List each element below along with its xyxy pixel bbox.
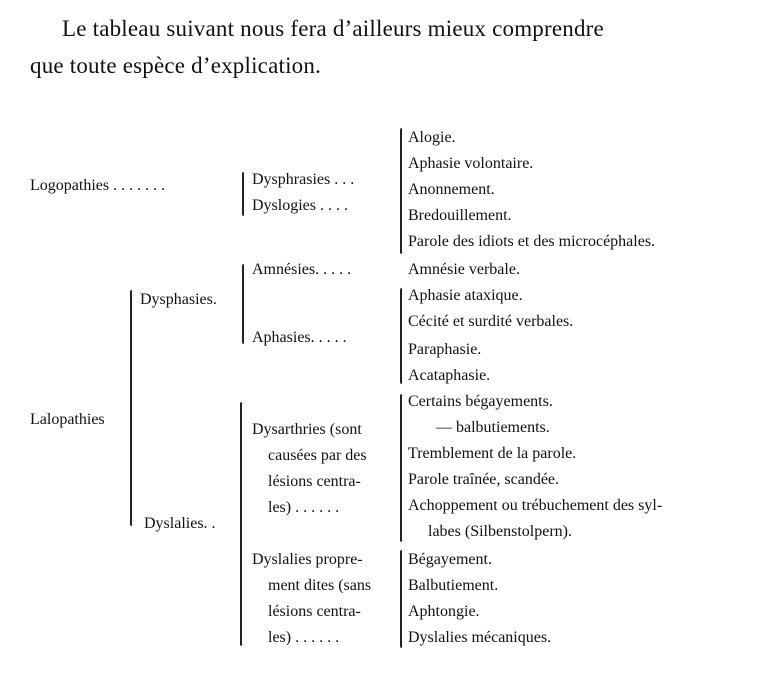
- dysphrasies-label: Dysphrasies . . .: [252, 171, 355, 188]
- item-aphtongie: Aphtongie.: [408, 603, 480, 620]
- dysarthries-line-2: causées par des: [268, 447, 367, 464]
- item-begayement: Bégayement.: [408, 551, 492, 568]
- item-balbutiement: Balbutiement.: [408, 577, 499, 594]
- item-bredouillement: Bredouillement.: [408, 207, 512, 224]
- intro-line-2: que toute espèce d’explication.: [30, 53, 322, 78]
- item-alogie: Alogie.: [408, 129, 456, 146]
- dyslogies-label: Dyslogies . . . .: [252, 197, 348, 214]
- brace-dysarthries-items: [400, 394, 402, 542]
- brace-dysphasies: [242, 264, 244, 344]
- dysarthries-line-3: lésions centra-: [268, 473, 361, 490]
- item-tremblement: Tremblement de la parole.: [408, 445, 577, 462]
- aphasies-label: Aphasies. . . . .: [252, 329, 347, 346]
- item-amnesie-verbale: Amnésie verbale.: [408, 261, 520, 278]
- item-balbutiements: — balbutiements.: [436, 419, 550, 436]
- proprement-line-1: Dyslalies propre-: [252, 551, 363, 568]
- item-anonnement: Anonnement.: [408, 181, 495, 198]
- dysarthries-line-4: les) . . . . . .: [268, 499, 340, 516]
- brace-proprement-items: [400, 550, 402, 648]
- proprement-line-3: lésions centra-: [268, 603, 361, 620]
- item-acataphasie: Acataphasie.: [408, 367, 491, 384]
- lalopathies-label: Lalopathies: [30, 411, 105, 428]
- item-parole-idiots: Parole des idiots et des microcéphales.: [408, 233, 656, 250]
- proprement-line-4: les) . . . . . .: [268, 629, 340, 646]
- dyslalies-label: Dyslalies. .: [144, 515, 216, 532]
- brace-logopathies-items: [400, 128, 402, 254]
- item-parole-trainee: Parole traînée, scandée.: [408, 471, 560, 488]
- item-cecite: Cécité et surdité verbales.: [408, 313, 574, 330]
- item-aphasie-ataxique: Aphasie ataxique.: [408, 287, 523, 304]
- amnesies-label: Amnésies. . . . .: [252, 261, 352, 278]
- proprement-line-2: ment dites (sans: [268, 577, 372, 594]
- item-begayements: Certains bégayements.: [408, 393, 553, 410]
- brace-dyslalies: [240, 402, 242, 646]
- item-mecaniques: Dyslalies mécaniques.: [408, 629, 552, 646]
- intro-line-1: Le tableau suivant nous fera d’ailleurs …: [62, 16, 604, 41]
- brace-aphasies-items: [400, 288, 402, 384]
- item-achoppement-1: Achoppement ou trébuchement des syl-: [408, 497, 663, 514]
- dysarthries-line-1: Dysarthries (sont: [252, 421, 362, 438]
- item-aphasie-volontaire: Aphasie volontaire.: [408, 155, 534, 172]
- brace-lalopathies: [130, 290, 132, 526]
- logopathies-label: Logopathies . . . . . . .: [30, 177, 166, 194]
- item-achoppement-2: labes (Silbenstolpern).: [428, 523, 572, 540]
- item-paraphasie: Paraphasie.: [408, 341, 482, 358]
- dysphasies-label: Dysphasies.: [140, 291, 217, 308]
- brace-logopathies: [242, 172, 244, 216]
- intro-paragraph: Le tableau suivant nous fera d’ailleurs …: [30, 10, 750, 84]
